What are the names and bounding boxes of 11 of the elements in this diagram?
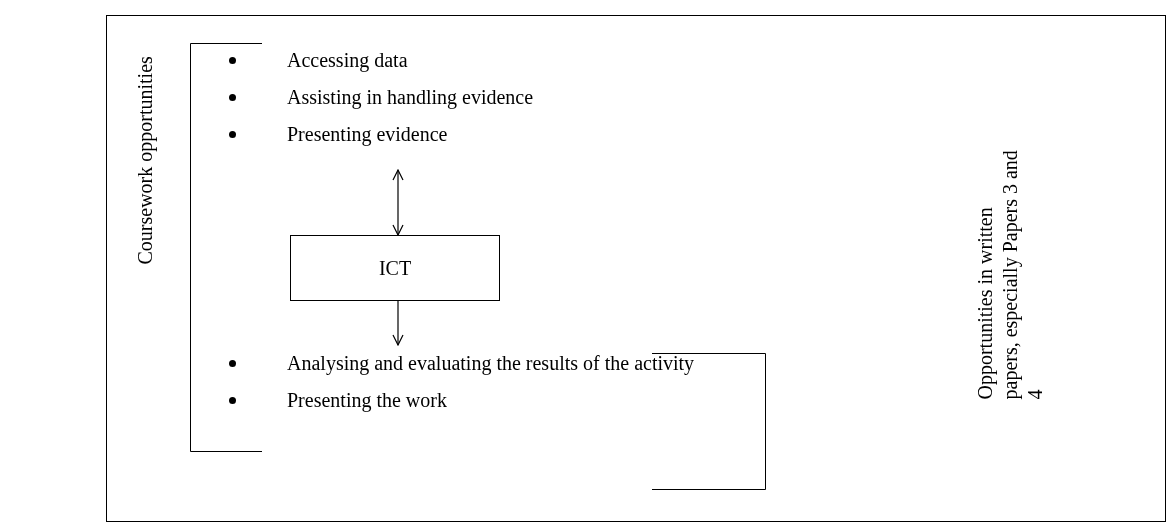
box-label: ICT	[378, 256, 412, 280]
process-box	[290, 235, 500, 301]
side-label: Coursework opportunities	[132, 55, 158, 265]
arrow	[392, 300, 404, 346]
list-item: Presenting evidence	[287, 122, 448, 148]
arrow	[392, 169, 404, 236]
list-item: Accessing data	[287, 48, 408, 74]
side-label: Opportunities in written papers, especially Papers 3 and 4	[972, 149, 1047, 400]
list-item: Analysing and evaluating the results of the activity	[287, 351, 695, 377]
list-item: Assisting in handling evidence	[287, 85, 534, 111]
list-item: Presenting the work	[287, 388, 447, 414]
